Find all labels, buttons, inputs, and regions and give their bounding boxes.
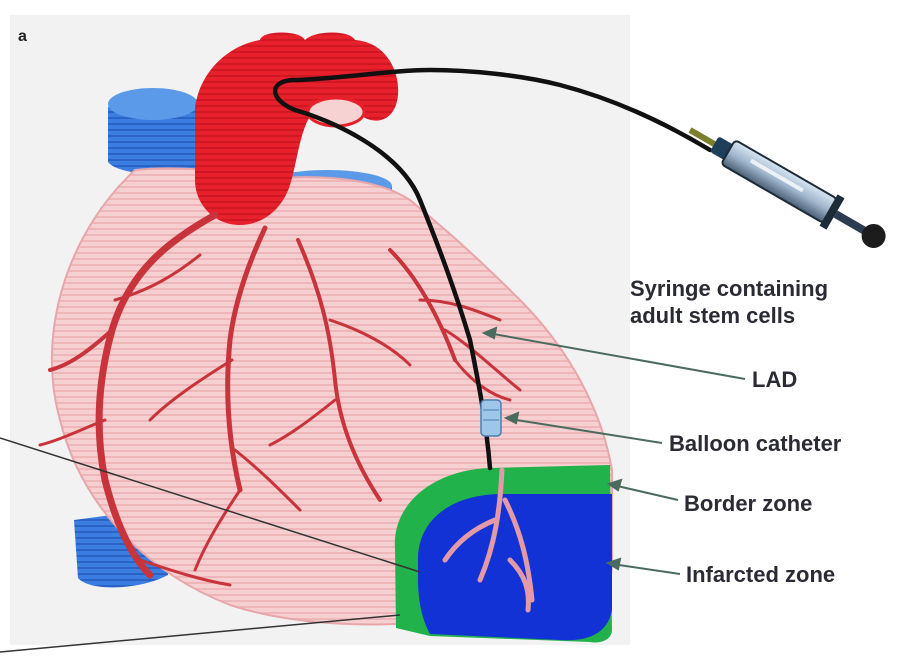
- balloon-catheter-label: Balloon catheter: [669, 430, 841, 457]
- infarct-region: [395, 465, 612, 643]
- border-zone-label: Border zone: [684, 490, 812, 517]
- balloon-icon: [481, 400, 501, 436]
- infarcted-zone-label: Infarcted zone: [686, 561, 835, 588]
- syringe-label-line1: Syringe containing: [630, 275, 828, 302]
- panel-letter: a: [18, 28, 27, 46]
- syringe-label-line2: adult stem cells: [630, 302, 828, 329]
- lad-label: LAD: [752, 366, 797, 393]
- syringe-label: Syringe containing adult stem cells: [630, 275, 828, 329]
- syringe-icon: [681, 114, 893, 257]
